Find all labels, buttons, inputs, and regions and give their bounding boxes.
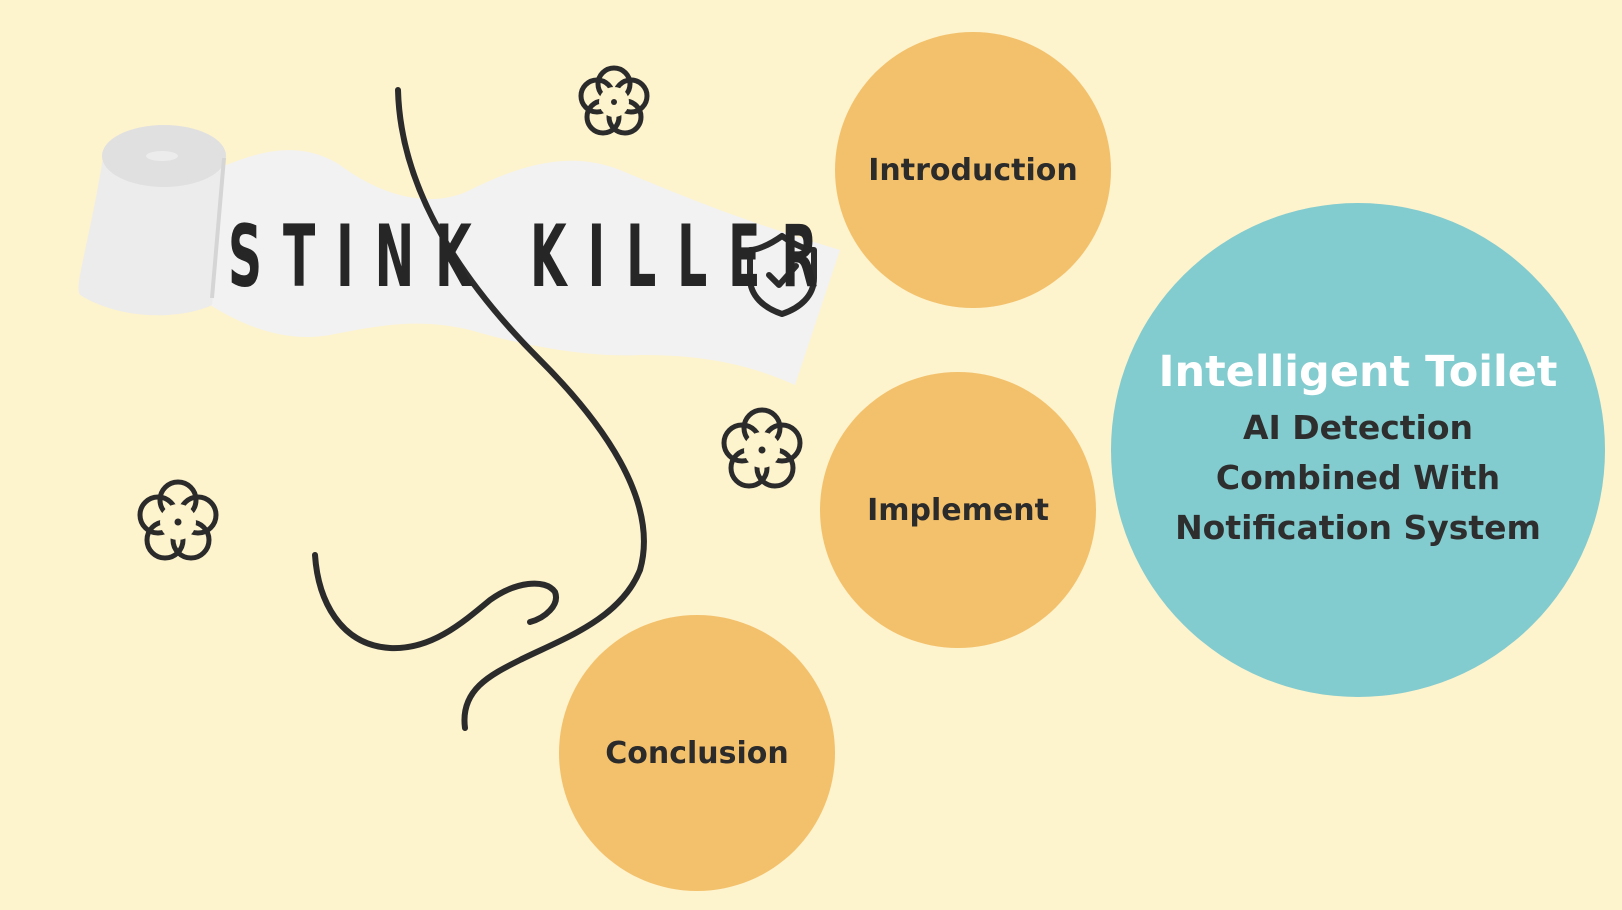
- implement-label: Implement: [867, 492, 1049, 528]
- nose-line: [395, 87, 647, 731]
- introduction-label: Introduction: [868, 152, 1078, 188]
- flower-icon: [578, 65, 650, 136]
- flower-icon: [721, 407, 803, 489]
- toilet-paper-roll-hole: [146, 151, 178, 161]
- toilet-paper-roll: [78, 152, 226, 316]
- conclusion-label: Conclusion: [605, 735, 789, 771]
- main-topic-node[interactable]: Intelligent Toilet AI Detection Combined…: [1111, 203, 1605, 697]
- main-topic-title: Intelligent Toilet: [1158, 347, 1558, 397]
- introduction-node[interactable]: Introduction: [835, 32, 1111, 308]
- main-topic-line: Notification System: [1175, 508, 1541, 547]
- main-topic-line: Combined With: [1215, 458, 1501, 497]
- nostril-line: [312, 552, 559, 652]
- implement-node[interactable]: Implement: [820, 372, 1096, 648]
- logo-title: STINK KILLER: [228, 207, 839, 307]
- flower-icon: [137, 479, 219, 561]
- conclusion-node[interactable]: Conclusion: [559, 615, 835, 891]
- main-topic-line: AI Detection: [1242, 408, 1474, 447]
- toilet-paper-strip: [210, 150, 840, 385]
- shield-check-icon: [747, 233, 817, 317]
